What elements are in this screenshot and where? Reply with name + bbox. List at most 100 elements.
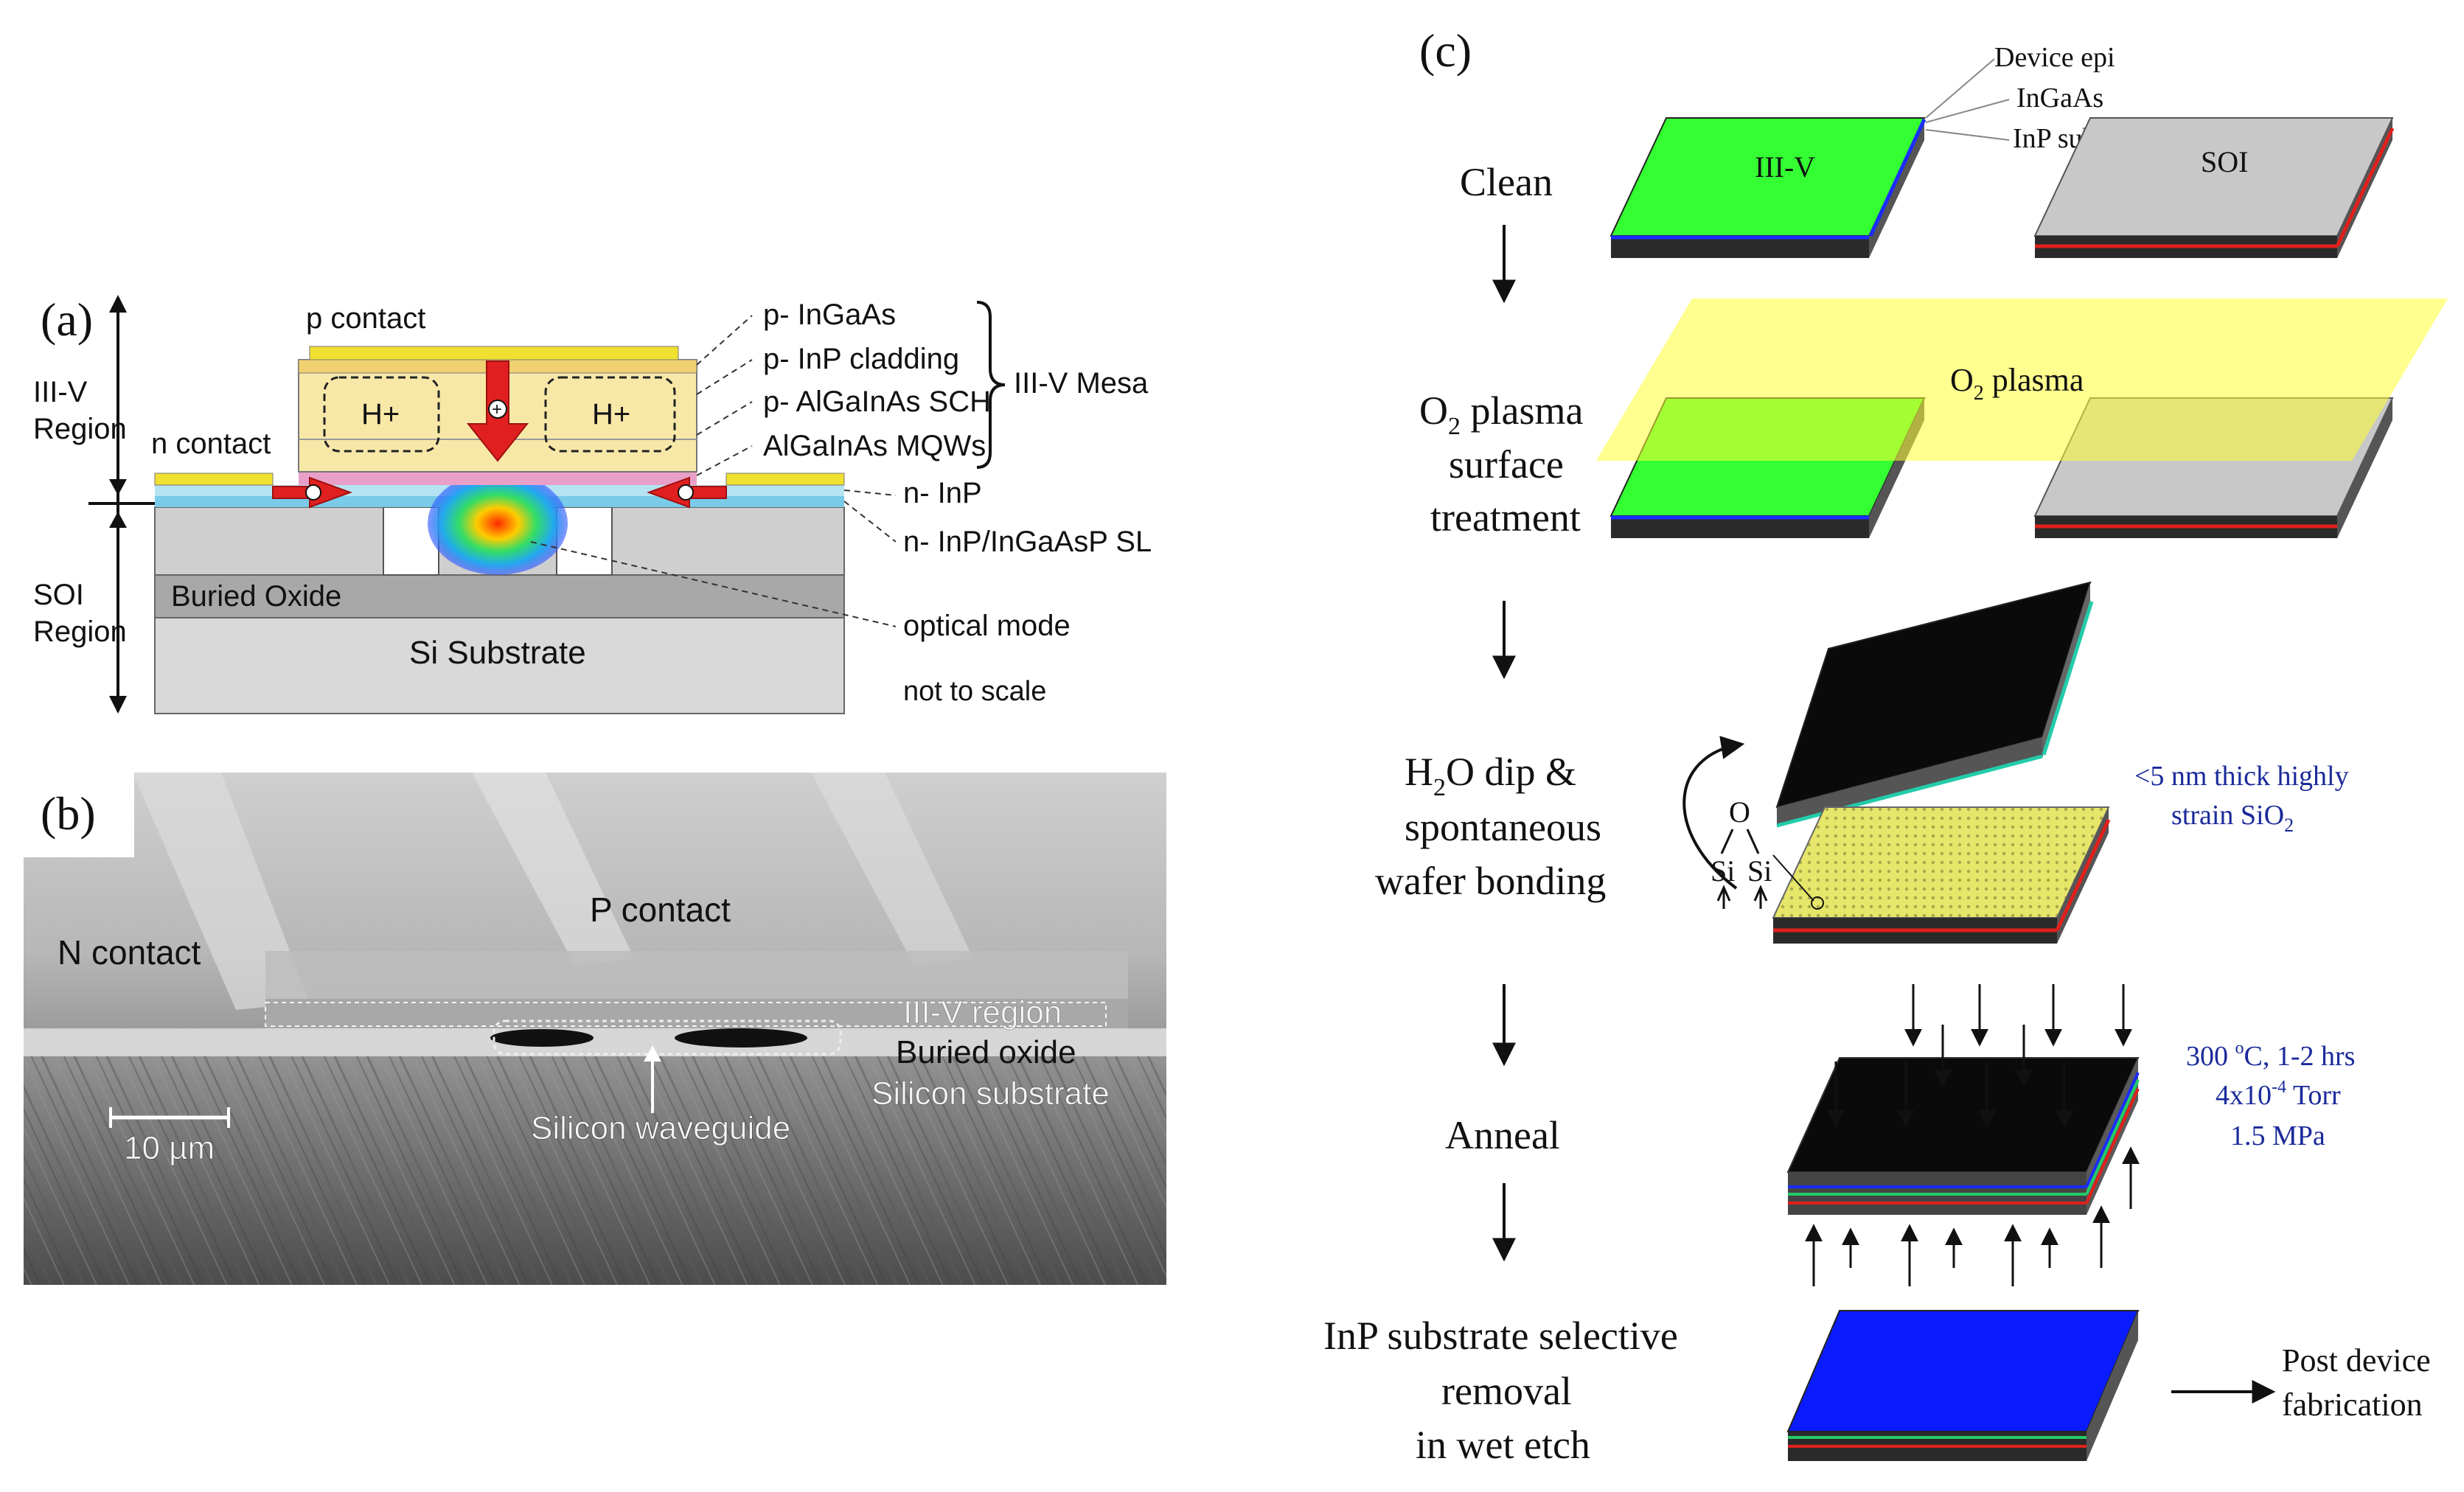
bond-si-right-stub [1753, 885, 1768, 909]
step-plasma-line2: surface [1449, 442, 1564, 487]
label-device-epi: Device epi [1994, 42, 2115, 73]
bond-oxide-line1: <5 nm thick highly [2134, 761, 2349, 792]
anneal-force: 1.5 MPa [2230, 1120, 2325, 1151]
flip-arrow [1682, 736, 1745, 890]
bond-zoom-leader [1772, 854, 1814, 902]
panel-a: (a) III-V Region SOI Region Si Substrate… [33, 293, 1152, 714]
sem-p-contact: P contact [590, 890, 731, 929]
si-substrate [154, 617, 845, 714]
bond-si-left-stub [1716, 885, 1731, 909]
plasma-label: O2 plasma [1950, 362, 2084, 405]
h-plus-right: H+ [592, 398, 630, 430]
region-iiiv-line1: III-V [33, 376, 88, 408]
step-anneal: Anneal [1445, 1113, 1560, 1157]
hole-symbol [488, 400, 507, 419]
layer-p-inp-cladding: p- InP cladding [763, 343, 959, 375]
waveguide-trench-left [383, 506, 439, 576]
layer-n-inp-sl: n- InP/InGaAsP SL [903, 526, 1152, 558]
region-iiiv-line2: Region [33, 413, 127, 445]
region-soi-line1: SOI [33, 579, 84, 611]
mqw-layer [299, 472, 697, 485]
region-axis-top-arrow [109, 295, 127, 313]
sem-p-contact-band [265, 951, 1128, 1003]
post-line1: Post device [2282, 1342, 2431, 1378]
panel-c: (c) Clean O2 plasma surface treatment H2… [1323, 24, 2448, 1467]
sem-contact-diagonal-2 [472, 773, 634, 966]
bond-zoom-spot [1811, 896, 1824, 910]
h-plus-region-right [544, 376, 676, 453]
wafer-soi-bonding [1772, 806, 2111, 944]
layer-leaders [530, 315, 897, 627]
electron-symbol-right [678, 484, 694, 501]
label-ingaas: InGaAs [2016, 83, 2103, 114]
wafer-iiiv-clean: III-V [1609, 117, 1927, 258]
optical-mode [428, 472, 568, 575]
bond-o-si-right [1746, 829, 1760, 854]
wafer-final [1786, 1310, 2140, 1461]
step-removal-line2: removal [1441, 1369, 1572, 1413]
sem-waveguide-box [493, 1019, 842, 1056]
pressure-arrows-top [1827, 984, 2132, 1128]
panel-b: (b) N contact P contact III-V region Bur… [24, 773, 1166, 1285]
region-axis-mid-arrow-down [109, 512, 127, 528]
h-plus-region-left [323, 376, 440, 453]
sem-silicon-substrate: Silicon substrate [871, 1076, 1110, 1112]
sem-buried-oxide: Buried oxide [896, 1034, 1076, 1070]
sem-silicon-waveguide: Silicon waveguide [531, 1110, 790, 1146]
step-plasma-line1: O2 plasma [1419, 388, 1583, 440]
hole-plus: + [492, 400, 502, 419]
wafer-soi-label: SOI [2201, 145, 2248, 178]
layer-p-algainas-sch: p- AlGaInAs SCH [763, 386, 991, 418]
sem-streaks [24, 1047, 1166, 1285]
n-contact-right [725, 473, 845, 486]
anneal-stack [1786, 1057, 2140, 1215]
wafer-iiiv-leaders [1925, 58, 2010, 141]
n-contact-label: n contact [151, 428, 271, 460]
panel-b-label: (b) [41, 787, 96, 840]
p-contact-label: p contact [306, 302, 425, 335]
plasma-sheet [1596, 299, 2448, 461]
p-contact-pad [309, 346, 679, 360]
scale-bar-label: 10 µm [124, 1130, 215, 1166]
sem-void-right [675, 1028, 807, 1047]
n-contact-left [154, 473, 274, 486]
step-clean: Clean [1460, 160, 1553, 204]
sem-iiiv-box [265, 1002, 1107, 1027]
pressure-arrows-bottom [1805, 1146, 2140, 1286]
wafer-iiiv-label: III-V [1755, 150, 1815, 184]
sem-n-contact: N contact [58, 933, 201, 972]
step-removal-line3: in wet etch [1416, 1423, 1590, 1467]
step-removal-line1: InP substrate selective [1323, 1314, 1678, 1358]
layer-optical-mode: optical mode [903, 610, 1071, 642]
mesa-brace [976, 301, 1006, 469]
sem-contact-diagonal-1 [133, 773, 310, 1010]
layer-algainas-mqws: AlGaInAs MQWs [763, 430, 986, 462]
bond-si-left: Si [1710, 854, 1735, 888]
not-to-scale: not to scale [903, 676, 1046, 707]
sem-void-left [490, 1029, 594, 1047]
sem-waveguide-pointer-head [644, 1045, 661, 1062]
anneal-temp: 300 oC, 1-2 hrs [2186, 1039, 2355, 1072]
bond-oxide-line2: strain SiO2 [2171, 800, 2294, 836]
region-axis-mid-arrow-up [109, 479, 127, 495]
step-dip-line2: spontaneous [1405, 805, 1601, 849]
step-dip-line1: H2O dip & [1405, 750, 1576, 801]
region-soi-line2: Region [33, 616, 127, 648]
wafer-soi-clean: SOI [2033, 117, 2395, 258]
sem-iiiv-region: III-V region [903, 994, 1062, 1031]
bond-o: O [1729, 795, 1750, 829]
sem-iiiv-layer [265, 999, 1128, 1028]
panel-c-label: (c) [1419, 24, 1472, 77]
panel-b-label-bg [24, 773, 134, 857]
post-line2: fabrication [2282, 1387, 2423, 1423]
step-plasma-line3: treatment [1430, 495, 1581, 540]
bond-o-si-left [1720, 829, 1734, 854]
layer-p-ingaas: p- InGaAs [763, 299, 896, 331]
anneal-pressure: 4x10-4 Torr [2216, 1078, 2341, 1111]
sem-box-layer [24, 1028, 1166, 1056]
mesa-label: III-V Mesa [1014, 367, 1149, 400]
si-substrate-label: Si Substrate [409, 635, 586, 671]
layer-n-inp: n- InP [903, 477, 982, 509]
panel-a-label: (a) [41, 293, 93, 346]
